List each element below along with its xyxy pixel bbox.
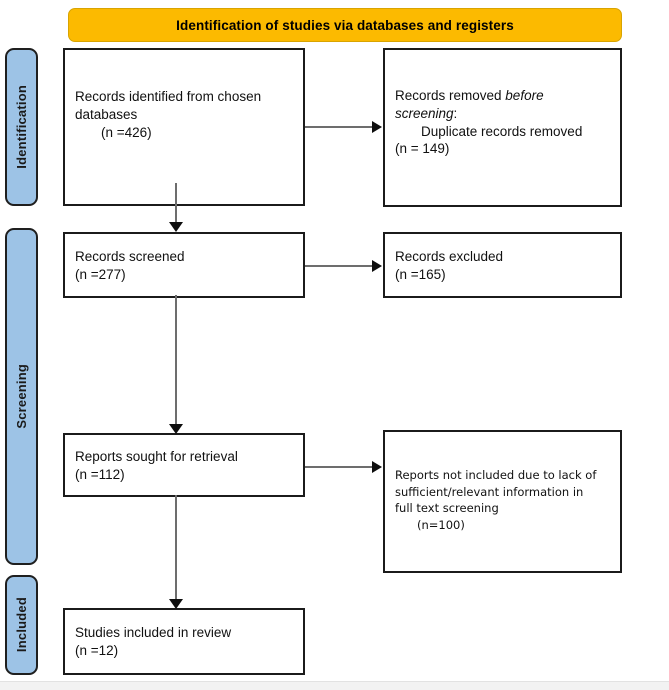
node-studies-included-count: (n =12) — [75, 642, 119, 658]
node-records-identified-line1: Records identified from chosen — [75, 89, 262, 104]
stage-rail-included: Included — [5, 575, 38, 675]
node-records-screened-text: Records screened (n =277) — [75, 248, 295, 284]
arrow-line — [305, 126, 373, 128]
node-reports-not-included: Reports not included due to lack of suff… — [383, 430, 622, 573]
node-records-removed-line1: Records removed before — [395, 87, 612, 105]
node-records-excluded-line1: Records excluded — [395, 249, 504, 264]
node-records-screened-line1: Records screened — [75, 249, 185, 264]
node-records-removed-line3: Duplicate records removed — [421, 123, 583, 139]
arrow-head-icon — [372, 260, 382, 272]
node-records-removed: Records removed before screening: Duplic… — [383, 48, 622, 207]
diagram-header-banner: Identification of studies via databases … — [68, 8, 622, 42]
node-records-removed-line2-italic: screening — [395, 105, 454, 121]
node-reports-not-included-line2: sufficient/relevant information in — [395, 484, 584, 499]
arrow-line — [305, 466, 373, 468]
node-records-identified-text: Records identified from chosen databases… — [75, 88, 295, 141]
arrow-line — [175, 495, 177, 600]
stage-rail-screening: Screening — [5, 228, 38, 565]
node-reports-not-included-count: (n=100) — [417, 518, 465, 533]
arrow-line — [175, 183, 177, 223]
node-records-removed-line2-colon: : — [453, 105, 458, 121]
node-reports-not-included-text: Reports not included due to lack of suff… — [395, 467, 612, 534]
node-records-removed-line1-plain: Records removed — [395, 88, 506, 103]
node-records-screened-count: (n =277) — [75, 266, 126, 282]
node-reports-not-included-line3: full text screening — [395, 501, 499, 516]
arrow-head-icon — [169, 599, 183, 609]
node-records-identified: Records identified from chosen databases… — [63, 48, 305, 206]
arrow-head-icon — [372, 121, 382, 133]
arrow-line — [175, 295, 177, 425]
node-records-removed-count: (n = 149) — [395, 141, 450, 157]
node-studies-included-line1: Studies included in review — [75, 625, 232, 640]
node-records-removed-line1-italic: before — [505, 88, 544, 103]
arrow-line — [305, 265, 373, 267]
node-records-excluded-count: (n =165) — [395, 266, 446, 282]
node-records-excluded: Records excluded (n =165) — [383, 232, 622, 298]
node-reports-sought-count: (n =112) — [75, 466, 125, 482]
stage-rail-label-screening: Screening — [14, 364, 29, 429]
node-records-excluded-text: Records excluded (n =165) — [395, 248, 612, 284]
node-reports-sought-line1: Reports sought for retrieval — [75, 449, 238, 464]
node-reports-sought: Reports sought for retrieval (n =112) — [63, 433, 305, 497]
arrow-head-icon — [372, 461, 382, 473]
stage-rail-identification: Identification — [5, 48, 38, 206]
node-records-screened: Records screened (n =277) — [63, 232, 305, 298]
stage-rail-label-identification: Identification — [14, 85, 29, 169]
arrow-head-icon — [169, 424, 183, 434]
arrow-head-icon — [169, 222, 183, 232]
node-records-identified-line2: databases — [75, 106, 138, 122]
node-reports-not-included-line1: Reports not included due to lack of — [395, 468, 597, 482]
node-records-removed-text: Records removed before screening: Duplic… — [395, 87, 612, 158]
stage-rail-label-included: Included — [14, 597, 29, 653]
node-studies-included: Studies included in review (n =12) — [63, 608, 305, 675]
page-bottom-edge — [0, 681, 669, 690]
node-records-identified-count: (n =426) — [101, 124, 152, 140]
node-records-removed-line2: screening: — [395, 105, 612, 123]
node-reports-sought-text: Reports sought for retrieval (n =112) — [75, 448, 295, 484]
node-studies-included-text: Studies included in review (n =12) — [75, 624, 295, 660]
diagram-title: Identification of studies via databases … — [176, 17, 514, 33]
